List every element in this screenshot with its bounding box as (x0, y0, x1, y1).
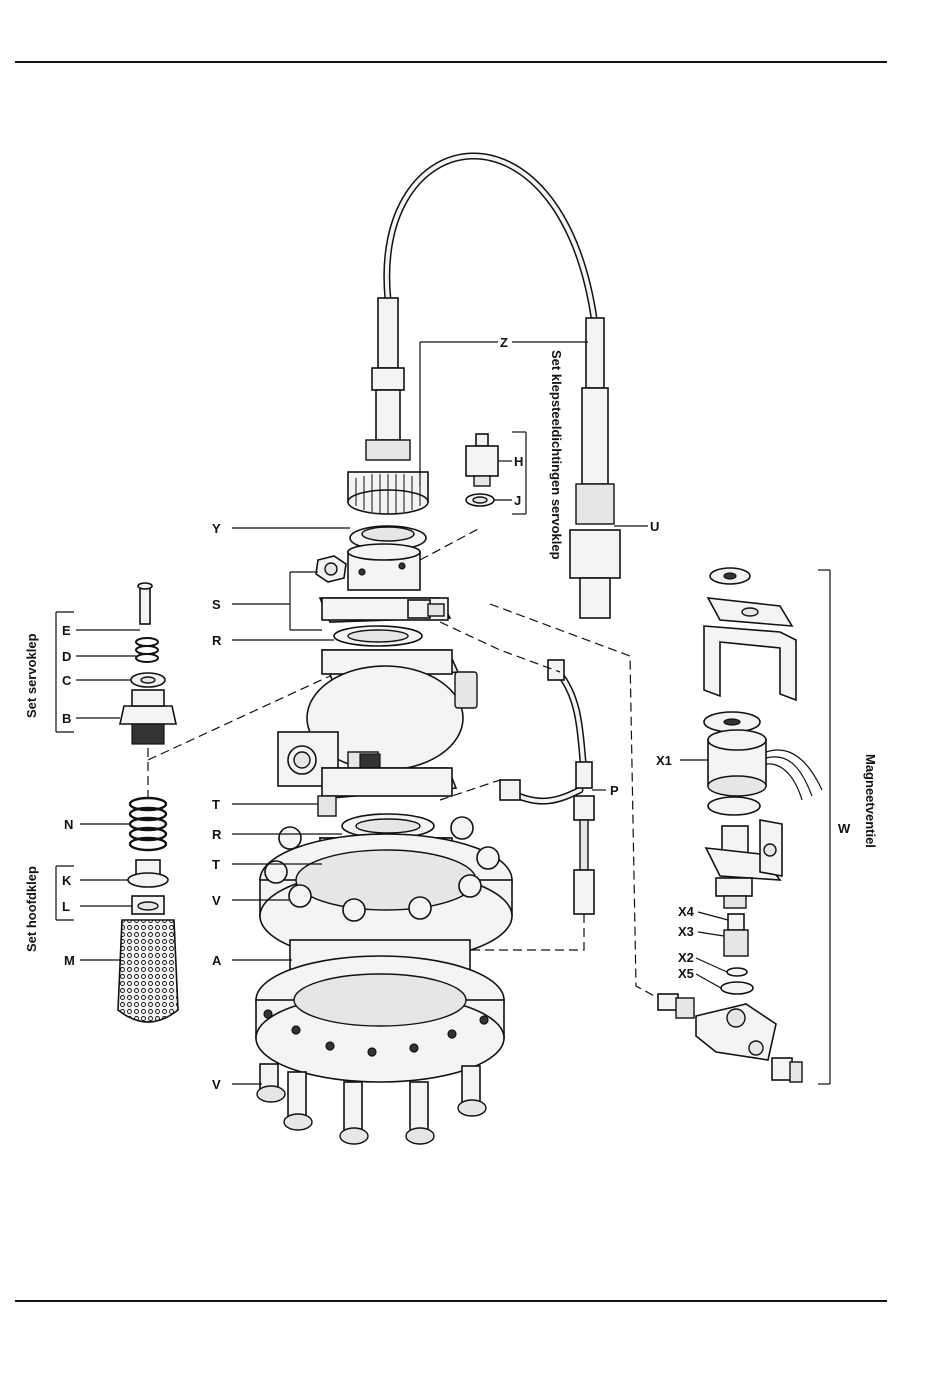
label-t-upper: T (212, 797, 220, 812)
label-l: L (62, 899, 70, 914)
label-z: Z (500, 335, 508, 350)
label-u: U (650, 519, 659, 534)
label-v-lower: V (212, 1077, 221, 1092)
stem-seal-parts (466, 434, 498, 506)
label-a: A (212, 953, 222, 968)
label-j: J (514, 493, 521, 508)
label-c: C (62, 673, 72, 688)
solenoid-valve-parts (658, 568, 822, 1082)
label-x5: X5 (678, 966, 694, 981)
label-x3: X3 (678, 924, 694, 939)
label-v-upper: V (212, 893, 221, 908)
main-valve-parts (118, 798, 178, 1022)
label-y: Y (212, 521, 221, 536)
label-t-lower: T (212, 857, 220, 872)
label-r-lower: R (212, 827, 222, 842)
label-r-upper: R (212, 633, 222, 648)
group-label-servo-valve: Set servoklep (24, 633, 39, 718)
label-x1: X1 (656, 753, 672, 768)
group-label-solenoid-valve: Magneetventiel (863, 754, 878, 848)
group-label-servo-stem-seals: Set klepsteeldichtingen servoklep (549, 350, 564, 560)
group-label-main-valve: Set hoofdklep (24, 866, 39, 952)
capillary-tube (387, 156, 594, 318)
label-p: P (610, 783, 619, 798)
tube-fitting-assembly (500, 660, 594, 914)
label-b: B (62, 711, 71, 726)
label-k: K (62, 873, 72, 888)
label-x2: X2 (678, 950, 694, 965)
label-m: M (64, 953, 75, 968)
label-w: W (838, 821, 851, 836)
label-n: N (64, 817, 73, 832)
main-flange-assembly (256, 796, 512, 1144)
servo-valve-parts (120, 583, 176, 744)
pilot-actuator-stack (348, 298, 428, 590)
label-e: E (62, 623, 71, 638)
label-d: D (62, 649, 71, 664)
label-x4: X4 (678, 904, 695, 919)
label-s: S (212, 597, 221, 612)
sensor-element (570, 318, 620, 618)
label-h: H (514, 454, 523, 469)
